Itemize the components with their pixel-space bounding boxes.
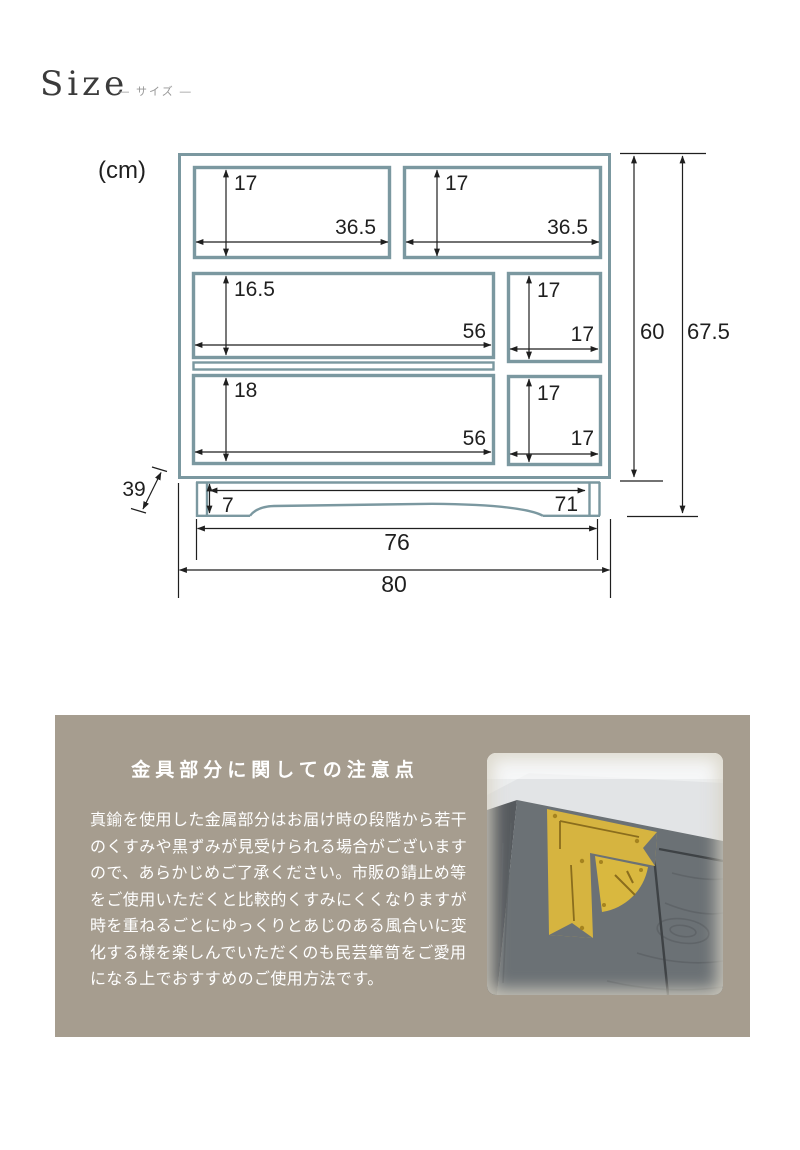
dim-top-left-width: 36.5 bbox=[335, 216, 376, 239]
note-line: 化する様を楽しんでいただくのも民芸箪笥をご愛用 bbox=[90, 944, 467, 962]
note-line: 真鍮を使用した金属部分はお届け時の段階から若干 bbox=[90, 812, 468, 829]
cabinet-outline bbox=[178, 153, 611, 479]
dim-base-width: 76 bbox=[384, 529, 410, 555]
cabinet-base bbox=[195, 481, 601, 517]
note-line: になる上でおすすめのご使用方法です。 bbox=[90, 971, 384, 988]
dim-bottom-right-width: 17 bbox=[571, 427, 594, 450]
apron-curve bbox=[249, 502, 544, 517]
drawer-top-right bbox=[402, 165, 603, 260]
drawer-bottom-right bbox=[506, 374, 603, 467]
dim-top-right-height: 17 bbox=[445, 172, 468, 195]
page-subtitle: — サイズ — bbox=[118, 86, 193, 98]
note-line: ので、あらかじめご了承ください。市販の錆止め等 bbox=[90, 865, 467, 882]
dim-depth: 39 bbox=[122, 478, 145, 501]
brass-fitting-illustration bbox=[487, 753, 723, 995]
dim-mid-right-width: 17 bbox=[571, 323, 594, 346]
dimension-lines bbox=[130, 152, 706, 598]
dim-bottom-left-height: 18 bbox=[234, 379, 257, 402]
dim-mid-right-height: 17 bbox=[537, 279, 560, 302]
hardware-note-panel: 金具部分に関しての注意点 真鍮を使用した金属部分はお届け時の段階から若干 のくす… bbox=[55, 715, 750, 1037]
divider-strip bbox=[192, 361, 495, 371]
right-leg bbox=[543, 482, 601, 517]
size-diagram: (cm) bbox=[98, 152, 730, 598]
drawer-bottom-left bbox=[191, 373, 496, 466]
brass-quarter-plate bbox=[595, 856, 648, 912]
drawer-mid-right bbox=[506, 271, 603, 364]
dim-top-left-height: 17 bbox=[234, 172, 257, 195]
page-title: Size bbox=[40, 64, 129, 104]
wood-grain bbox=[498, 822, 723, 991]
note-line: 時を重ねるごとにゆっくりとあじのある風合いに変 bbox=[90, 918, 468, 935]
rivets bbox=[552, 813, 640, 931]
dim-mid-left-height: 16.5 bbox=[234, 278, 275, 301]
dim-top-right-width: 36.5 bbox=[547, 216, 588, 239]
dim-total-height: 67.5 bbox=[687, 319, 730, 344]
note-line: のくすみや黒ずみが見受けられる場合がございます bbox=[90, 838, 468, 856]
dim-body-height: 60 bbox=[640, 319, 664, 344]
brass-fitting-photo bbox=[487, 753, 723, 995]
drawer-top-left bbox=[192, 165, 392, 260]
dim-leg-height: 7 bbox=[222, 494, 234, 517]
dim-mid-left-width: 56 bbox=[463, 320, 486, 343]
dim-bottom-right-height: 17 bbox=[537, 382, 560, 405]
chest-top-surface bbox=[487, 773, 723, 841]
note-line: をご使用いただくと比較的くすみにくくなりますが bbox=[90, 891, 467, 909]
dim-total-width: 80 bbox=[381, 571, 407, 597]
unit-label: (cm) bbox=[98, 157, 146, 184]
brass-corner-fitting bbox=[547, 809, 657, 938]
drawer-mid-left bbox=[191, 271, 496, 360]
dim-bottom-left-width: 56 bbox=[463, 427, 486, 450]
note-body: 真鍮を使用した金属部分はお届け時の段階から若干 のくすみや黒ずみが見受けられる場… bbox=[90, 808, 475, 994]
dim-inner-base-width: 71 bbox=[555, 493, 578, 516]
rivets bbox=[599, 860, 643, 907]
note-title: 金具部分に関しての注意点 bbox=[131, 760, 419, 781]
photo-top-fade bbox=[487, 753, 723, 779]
dimension-labels: 17 36.5 17 36.5 16.5 56 17 17 18 56 17 1… bbox=[122, 172, 730, 597]
